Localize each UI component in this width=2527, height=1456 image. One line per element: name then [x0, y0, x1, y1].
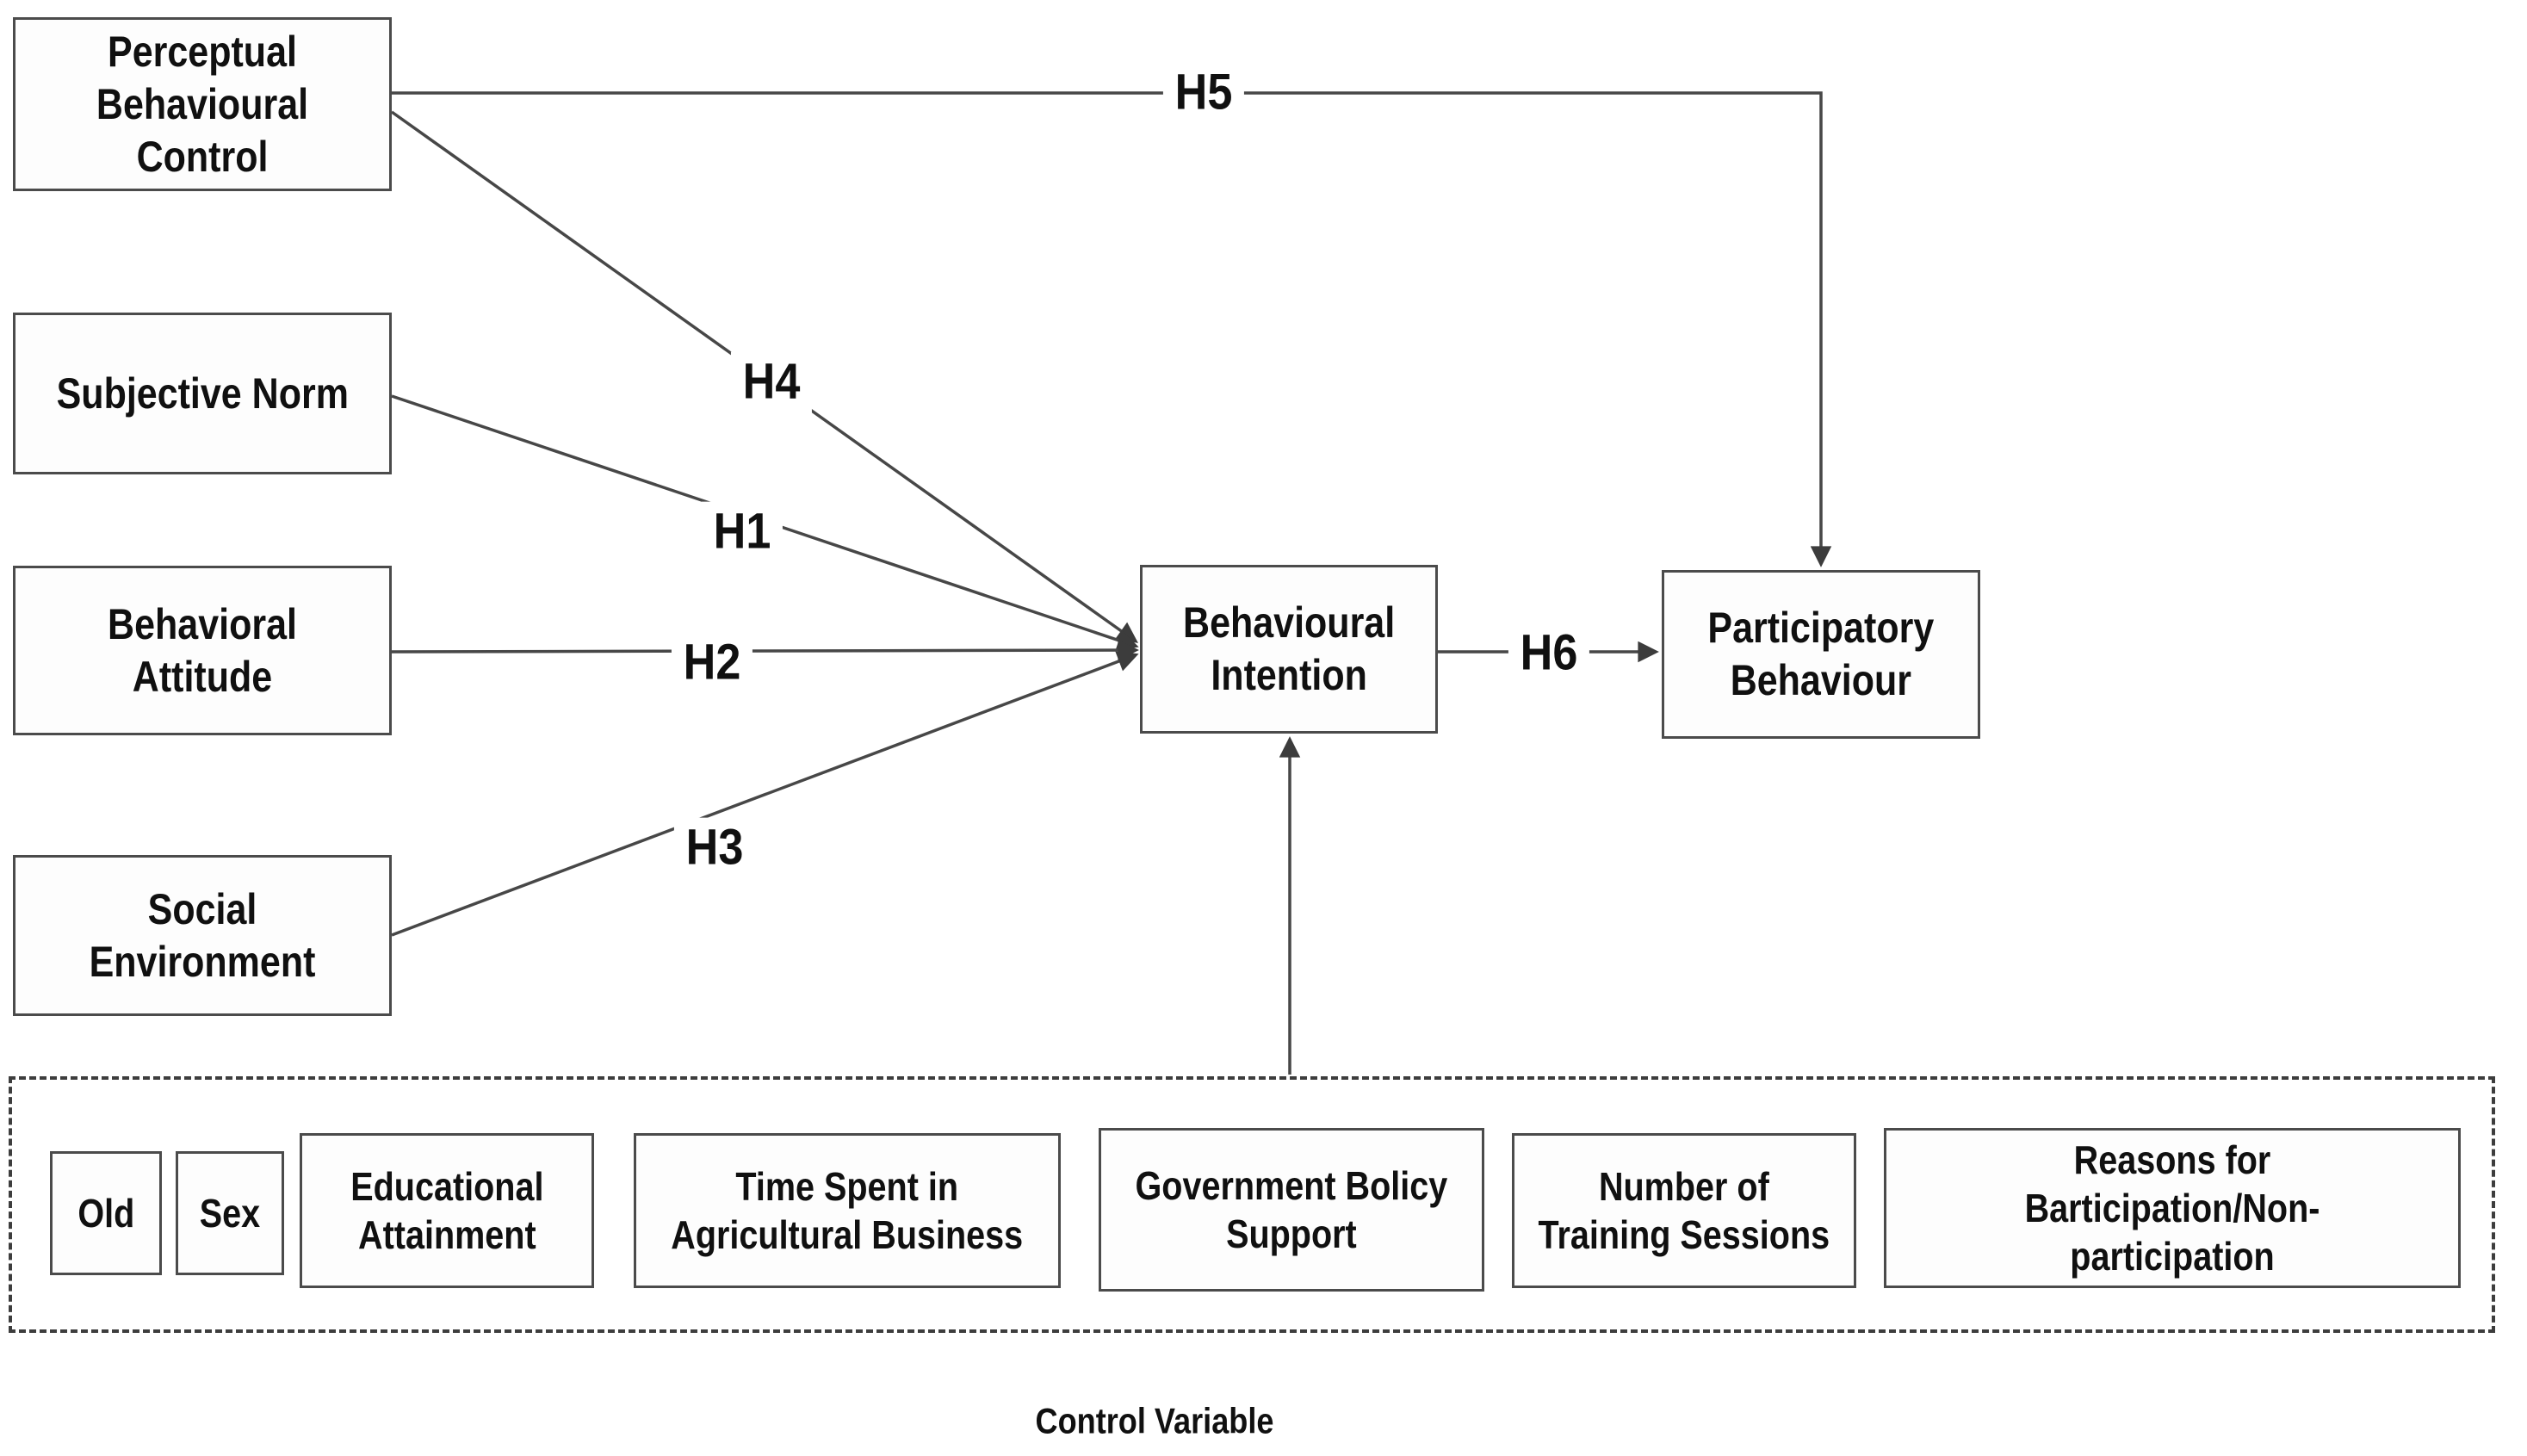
box-label: Reasons for Barticipation/Non- participa…: [2024, 1137, 2320, 1279]
hypothesis-label-h6: H6: [1508, 623, 1590, 685]
box-label: Government Bolicy Support: [1135, 1162, 1448, 1256]
box-perceptual-behavioural-control: Perceptual Behavioural Control: [13, 17, 392, 191]
box-label: Perceptual Behavioural Control: [96, 27, 309, 181]
box-label: Subjective Norm: [56, 369, 349, 418]
box-label: Number of Training Sessions: [1538, 1163, 1830, 1257]
box-label: Behavioral Attitude: [108, 599, 297, 701]
control-box-number-of-training-sessions: Number of Training Sessions: [1512, 1133, 1856, 1288]
control-variables-panel: [9, 1076, 2495, 1333]
hypothesis-label-h5: H5: [1162, 62, 1245, 124]
hypothesis-text: H6: [1520, 624, 1578, 681]
box-label: Behavioural Intention: [1182, 598, 1396, 699]
box-social-environment: Social Environment: [13, 855, 392, 1016]
box-label: Old: [77, 1190, 134, 1236]
control-box-sex: Sex: [176, 1151, 284, 1275]
box-participatory-behaviour: Participatory Behaviour: [1662, 570, 1980, 739]
hypothesis-text: H4: [742, 353, 801, 410]
hypothesis-label-h1: H1: [701, 501, 783, 563]
control-box-time-spent: Time Spent in Agricultural Business: [634, 1133, 1061, 1288]
control-box-educational-attainment: Educational Attainment: [300, 1133, 594, 1288]
control-box-reasons-participation: Reasons for Barticipation/Non- participa…: [1884, 1128, 2461, 1288]
hypothesis-text: H2: [683, 634, 741, 691]
box-label: Participatory Behaviour: [1707, 604, 1935, 704]
box-label: Time Spent in Agricultural Business: [671, 1163, 1024, 1257]
box-behavioural-intention: Behavioural Intention: [1140, 565, 1438, 734]
hypothesis-text: H3: [685, 819, 744, 876]
control-variable-caption: Control Variable: [1016, 1398, 1293, 1442]
hypothesis-text: H5: [1174, 64, 1233, 121]
control-box-government-policy-support: Government Bolicy Support: [1099, 1128, 1484, 1292]
edge-h2-arrow: [391, 639, 1139, 661]
caption-text: Control Variable: [1035, 1400, 1274, 1441]
edge-h3-arrow: [391, 651, 1139, 937]
box-label: Sex: [199, 1190, 261, 1236]
hypothesis-text: H1: [713, 503, 771, 560]
hypothesis-label-h4: H4: [730, 351, 813, 413]
hypothesis-label-h2: H2: [671, 632, 753, 694]
box-label: Educational Attainment: [350, 1163, 544, 1257]
box-subjective-norm: Subjective Norm: [13, 313, 392, 474]
box-behavioral-attitude: Behavioral Attitude: [13, 566, 392, 735]
box-label: Social Environment: [89, 884, 316, 986]
control-box-old: Old: [50, 1151, 162, 1275]
hypothesis-label-h3: H3: [673, 817, 756, 879]
edge-h5-arrow: [392, 91, 1832, 567]
